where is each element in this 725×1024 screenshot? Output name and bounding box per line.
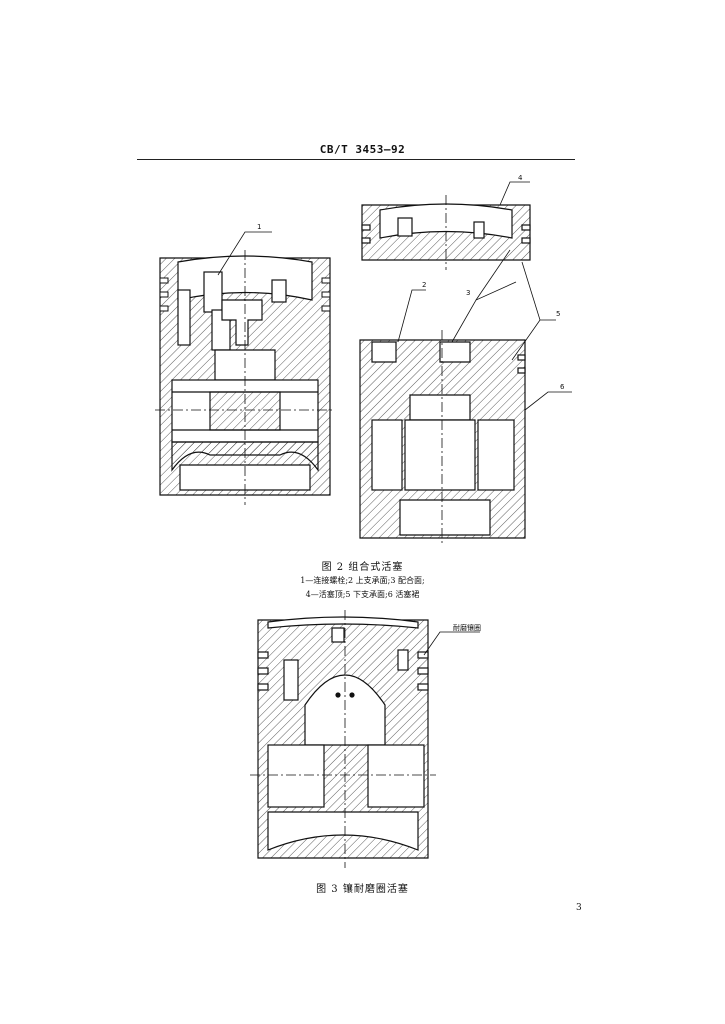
callout-1: 1 bbox=[257, 223, 262, 231]
figure2-left-piston bbox=[155, 231, 335, 505]
callout-2: 2 bbox=[422, 281, 427, 289]
figure2-legend-line1: 1—连接螺栓;2 上支承面;3 配合面; bbox=[300, 576, 425, 585]
callout-wear-ring: 耐磨镶圈 bbox=[453, 624, 481, 632]
figure2-legend-line2: 4—活塞顶;5 下支承面;6 活塞裙 bbox=[305, 590, 420, 599]
callout-3: 3 bbox=[466, 289, 471, 297]
header-rule bbox=[137, 159, 575, 160]
figure2-crown-part bbox=[361, 181, 531, 270]
figure2-caption: 图 2 组合式活塞 bbox=[321, 562, 404, 573]
callout-4: 4 bbox=[518, 174, 523, 182]
figure2-body-part bbox=[359, 249, 572, 545]
page-number: 3 bbox=[576, 903, 582, 913]
callout-5: 5 bbox=[556, 310, 561, 318]
figure3-piston bbox=[250, 610, 480, 868]
standard-code-header: CB/T 3453—92 bbox=[319, 143, 406, 156]
callout-6: 6 bbox=[560, 383, 565, 391]
figure3-caption: 图 3 镶耐磨圈活塞 bbox=[316, 884, 409, 895]
